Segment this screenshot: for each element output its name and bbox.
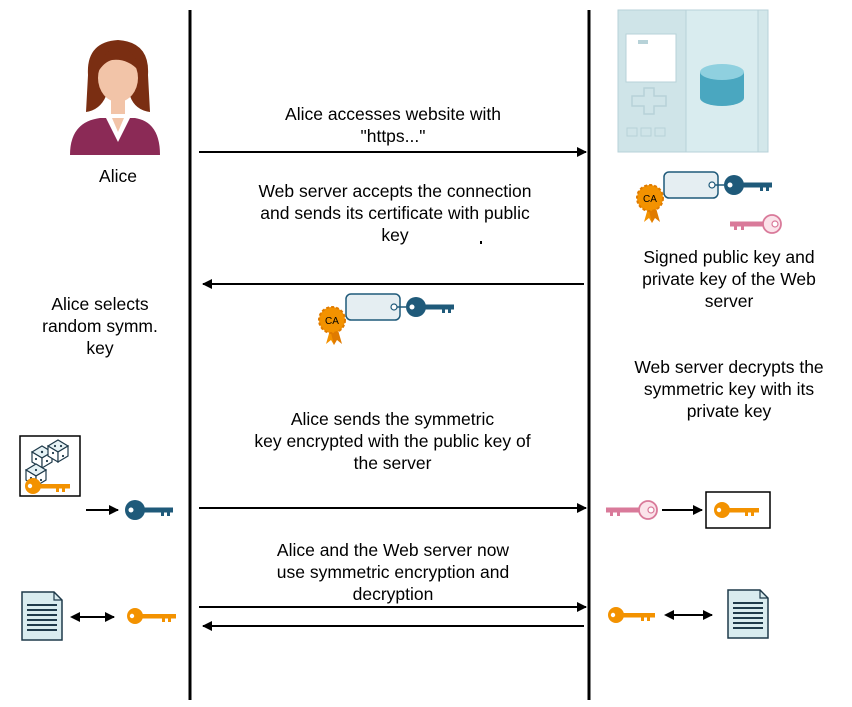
symmetric-key-icon xyxy=(25,478,70,494)
ca-seal-icon: CA xyxy=(636,184,664,223)
document-icon xyxy=(727,589,769,639)
document-icon xyxy=(21,591,63,641)
symmetric-key-icon xyxy=(608,607,655,623)
server-icon xyxy=(617,9,769,153)
public-key-icon xyxy=(125,500,173,520)
symmetric-key-icon xyxy=(714,502,759,518)
transferred-certificate-icon: CA xyxy=(318,293,454,345)
bidirectional-arrow xyxy=(70,612,115,622)
ca-label: CA xyxy=(643,194,657,205)
alice-select-label: Alice selects random symm. key xyxy=(42,294,158,358)
server-keys-label: Signed public key and private key of the… xyxy=(642,247,816,311)
private-key-icon xyxy=(606,500,658,520)
session-label: Alice and the Web server now use symmetr… xyxy=(276,540,510,604)
person-icon xyxy=(70,40,160,155)
symmetric-key-icon xyxy=(127,608,176,624)
private-key-icon xyxy=(730,214,782,234)
stray-dot xyxy=(480,241,482,244)
server-certificate-icon: CA xyxy=(636,171,772,223)
public-key-icon xyxy=(406,297,454,317)
public-key-icon xyxy=(724,175,772,195)
certificate-label: Web server accepts the connection and se… xyxy=(258,181,532,245)
ca-label: CA xyxy=(325,316,339,327)
bidirectional-arrow xyxy=(664,610,713,620)
request-label: Alice accesses website with "https..." xyxy=(285,104,501,146)
alice-label: Alice xyxy=(99,166,137,186)
ca-seal-icon: CA xyxy=(318,306,346,345)
random-key-box xyxy=(19,435,81,497)
send-key-label: Alice sends the symmetric key encrypted … xyxy=(254,409,531,473)
server-decrypt-label: Web server decrypts the symmetric key wi… xyxy=(634,357,824,421)
